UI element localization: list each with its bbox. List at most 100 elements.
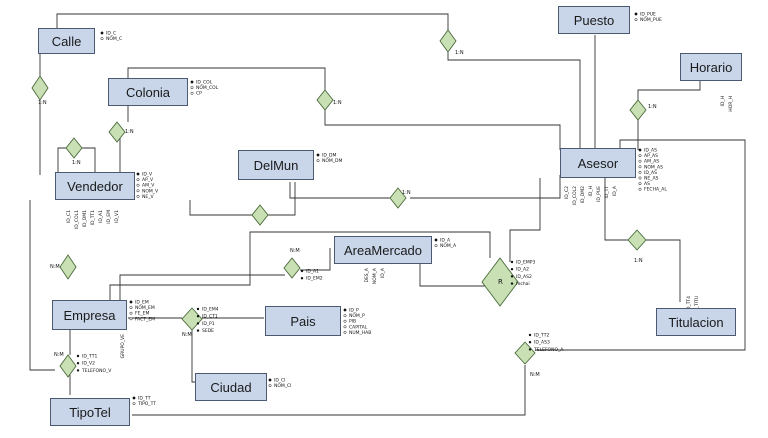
card-delmun-asesor: 1:N	[402, 190, 411, 196]
rel-attr-dot-r-empresa-pais-attrs-0	[196, 307, 200, 311]
rel-delmun-asesor	[389, 187, 407, 209]
attr-areamercado-below-0: DES_A	[364, 267, 370, 282]
entity-titulacion: Titulacion	[656, 308, 736, 336]
card-vendedor-loop: 1:N	[72, 160, 81, 166]
entity-horario: Horario	[680, 53, 742, 81]
attr-dot-areamercado-right-1	[434, 244, 438, 248]
attr-vendedor-below-4: ID_A1	[98, 210, 104, 223]
entity-ciudad: Ciudad	[195, 373, 267, 401]
line-colonia-vendedor	[119, 105, 129, 178]
attr-asesor-right-7: FECHA_AL	[644, 187, 667, 193]
rel-attr-dot-r-area-mercado-attrs-1	[300, 277, 304, 280]
rel-attr-dot-r-empresa-pais-attrs-3	[196, 329, 200, 332]
line-delmun-asesor	[289, 175, 561, 199]
rel-attr-r-tipotel-vendedor-attrs-1: ID_V2	[82, 361, 95, 367]
line-tipotel-asesor	[132, 139, 746, 416]
attr-areamercado-right-1: NOM_A	[440, 243, 457, 249]
attr-dot-colonia-0	[190, 80, 194, 84]
rel-empresa-pais	[181, 307, 203, 331]
rel-attr-dot-r-empresa-pais-attrs-1	[196, 315, 200, 318]
rel-vendedor-area	[59, 254, 77, 280]
rel-attr-r-area-mercado-attrs-0: ID_A1	[306, 269, 319, 275]
attr-asesor-right-3: NOM_AS	[644, 164, 663, 170]
rel-attr-r-asesor-area-attrs-0: ID_EMP3	[516, 260, 535, 266]
attr-pais-3: CAPITAL	[349, 324, 368, 330]
attr-dot-asesor-right-3	[638, 165, 642, 169]
attr-vendedor-right-4: NE_V	[142, 194, 154, 200]
attr-titulacion-0: ID_TT4	[686, 296, 692, 311]
entity-calle: Calle	[38, 28, 95, 54]
entity-delmun: DelMun	[238, 150, 314, 180]
attr-calle-1: NOM_C	[106, 36, 122, 42]
card-empresa-pais: N:M	[182, 332, 192, 338]
attr-dot-calle-0	[100, 31, 104, 35]
entity-empresa: Empresa	[52, 300, 127, 330]
rel-attr-dot-r-asesor-tipotel-attrs-1	[528, 341, 532, 344]
rel-attr-dot-r-tipotel-vendedor-attrs-0	[76, 354, 80, 358]
card-colonia-vendedor: 1:N	[125, 129, 134, 135]
rel-empresa-area	[283, 257, 301, 279]
rel-asesor-area	[481, 257, 519, 307]
attr-delmun-0: ID_DM	[322, 153, 337, 159]
entity-pais: Pais	[265, 306, 341, 336]
attr-asesor-right-5: NE_AS	[644, 176, 659, 182]
attr-empresa-grupo: GRUPO_VE	[120, 334, 126, 358]
attr-titulacion-1: NOM_TITU	[694, 296, 700, 319]
attr-dot-ciudad-0	[268, 378, 272, 382]
attr-vendedor-below-0: ID_C1	[66, 210, 72, 223]
attr-dot-colonia-1	[190, 86, 194, 90]
rel-attr-r-asesor-area-attrs-2: ID_AS2	[516, 274, 532, 280]
rel-attr-r-empresa-pais-attrs-1: ID_CT1	[202, 314, 218, 320]
rel-vendedor-loop	[65, 137, 83, 159]
attr-pais-2: PIB	[349, 319, 356, 325]
attr-pais-0: ID_P	[349, 308, 359, 314]
rel-attr-dot-r-asesor-area-attrs-1	[510, 268, 514, 271]
attr-areamercado-below-1: NOM_A	[372, 267, 378, 284]
attr-vendedor-right-1: AP_V	[142, 177, 154, 183]
attr-colonia-1: NOM_COL	[196, 85, 219, 91]
attr-dot-asesor-right-7	[638, 187, 642, 191]
attr-horario-0: ID_H	[720, 96, 726, 106]
attr-tipotel-1: TIPO_TT	[137, 401, 156, 407]
line-asesor-titulacion	[604, 178, 681, 302]
entity-colonia: Colonia	[108, 78, 188, 106]
rel-attr-dot-r-asesor-area-attrs-0	[510, 260, 514, 264]
attr-empresa-1: NOM_EM	[135, 305, 155, 311]
attr-vendedor-right-2: AM_V	[142, 183, 155, 189]
card-colonia-asesor: 1:N	[333, 100, 342, 106]
attr-dot-vendedor-right-2	[136, 183, 140, 187]
attr-vendedor-below-5: ID_EM	[106, 210, 112, 224]
rel-attr-r-asesor-area-attrs-3: fechai	[516, 281, 530, 287]
rel-tipotel-vendedor	[59, 354, 77, 378]
attr-asesor-below-2: ID_DM2	[580, 186, 586, 203]
line-r-asesor	[509, 178, 541, 262]
rel-attr-dot-r-tipotel-vendedor-attrs-1	[76, 362, 80, 365]
rel-asesor-titulacion	[627, 229, 647, 251]
attr-areamercado-right-0: ID_A	[440, 238, 451, 244]
attr-dot-empresa-1	[129, 306, 133, 310]
rel-attr-dot-r-asesor-tipotel-attrs-2	[528, 348, 532, 351]
attr-vendedor-below-6: ID_V1	[114, 210, 120, 223]
rel-attr-r-asesor-area-attrs-1: ID_A2	[516, 267, 529, 273]
attr-asesor-right-4: ID_AS	[644, 170, 657, 176]
rel-attr-r-asesor-tipotel-attrs-0: ID_TT2	[534, 333, 549, 339]
attr-dot-areamercado-right-0	[434, 238, 438, 242]
attr-horario-1: HOR_H	[728, 96, 734, 112]
attr-dot-tipotel-0	[132, 396, 136, 400]
rel-attr-r-asesor-tipotel-attrs-2: TELEFONO_A	[533, 347, 564, 353]
attr-dot-pais-1	[343, 314, 347, 318]
attr-dot-vendedor-right-3	[136, 189, 140, 193]
attr-puesto-0: ID_PUE	[640, 12, 656, 18]
attr-vendedor-right-0: ID_V	[142, 172, 153, 178]
attr-dot-puesto-1	[634, 18, 638, 22]
attr-areamercado-below-2: ID_A	[380, 267, 386, 278]
rel-colonia-asesor	[316, 89, 334, 111]
attr-vendedor-below-1: ID_COL1	[74, 210, 80, 229]
card-horario-asesor: 1:N	[648, 104, 657, 110]
attr-asesor-right-1: AP_AS	[644, 153, 658, 159]
attr-vendedor-right-3: NOM_V	[142, 188, 159, 194]
attr-dot-empresa-3	[129, 317, 133, 321]
attr-dot-calle-1	[100, 37, 104, 41]
attr-pais-1: NOM_P	[349, 313, 365, 319]
card-calle-vendedor: 1:N	[38, 100, 47, 106]
